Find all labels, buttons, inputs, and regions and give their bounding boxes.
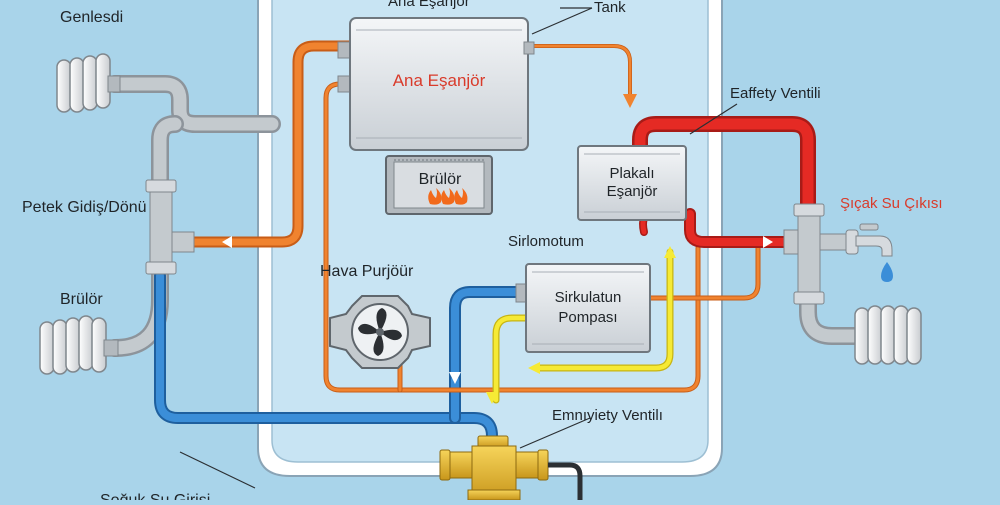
cold-water-pipes	[154, 270, 526, 454]
petek-pipes	[106, 75, 281, 357]
label-hava: Hava Purjöür	[320, 263, 414, 280]
label-pump-2: Pompası	[558, 309, 617, 326]
label-sirlomotum: Sirlomotum	[508, 233, 584, 250]
label-genlesdi: Genlesdi	[60, 9, 123, 26]
circulation-pump	[515, 263, 651, 353]
label-brulor-left: Brülör	[60, 291, 103, 308]
flow-arrows	[222, 94, 773, 404]
label-brulor-box: Brülör	[419, 171, 462, 188]
hot-water-pipes	[632, 116, 816, 248]
label-petek: Petek Gidiş/Dönü	[22, 199, 147, 216]
radiator-top-left	[56, 53, 121, 113]
cold-water-valve	[439, 435, 583, 501]
label-ana-esanjor-title: Ana Eşanjör	[388, 0, 470, 10]
hot-water-valve	[783, 203, 851, 305]
label-pump-1: Sirkulatun	[555, 289, 622, 306]
label-tank: Tank	[594, 0, 626, 16]
main-heat-exchanger	[337, 17, 535, 151]
label-ana-esanjor-box: Ana Eşanjör	[393, 71, 486, 90]
label-safety-valve: Eaffety Ventili	[730, 85, 821, 102]
label-plakali-1: Plakalı	[609, 165, 654, 182]
arrow-icon	[763, 236, 773, 248]
arrow-icon	[486, 392, 498, 404]
radiator-right	[799, 290, 922, 365]
radiator-bottom-left	[39, 315, 119, 375]
arrow-icon	[528, 362, 540, 374]
arrow-icon	[222, 236, 232, 248]
label-emniyet: Emnıyiety Ventilı	[552, 407, 663, 424]
warm-water-pipes	[184, 40, 761, 393]
faucet-icon	[845, 223, 893, 282]
arrow-icon	[623, 94, 637, 108]
plate-heat-exchanger	[577, 145, 687, 221]
flame-icon	[428, 188, 468, 205]
arrow-icon	[449, 372, 461, 384]
arrow-icon	[664, 246, 676, 258]
return-pipes	[492, 248, 674, 404]
label-plakali-2: Eşanjör	[607, 183, 658, 200]
label-sicak-su: Şıçak Su Çıkısı	[840, 195, 943, 212]
petek-valve	[145, 179, 195, 275]
leader-lines	[179, 7, 738, 489]
fan-icon	[358, 308, 402, 356]
label-soguk-su: Soğuk Su Girisi	[100, 492, 210, 500]
